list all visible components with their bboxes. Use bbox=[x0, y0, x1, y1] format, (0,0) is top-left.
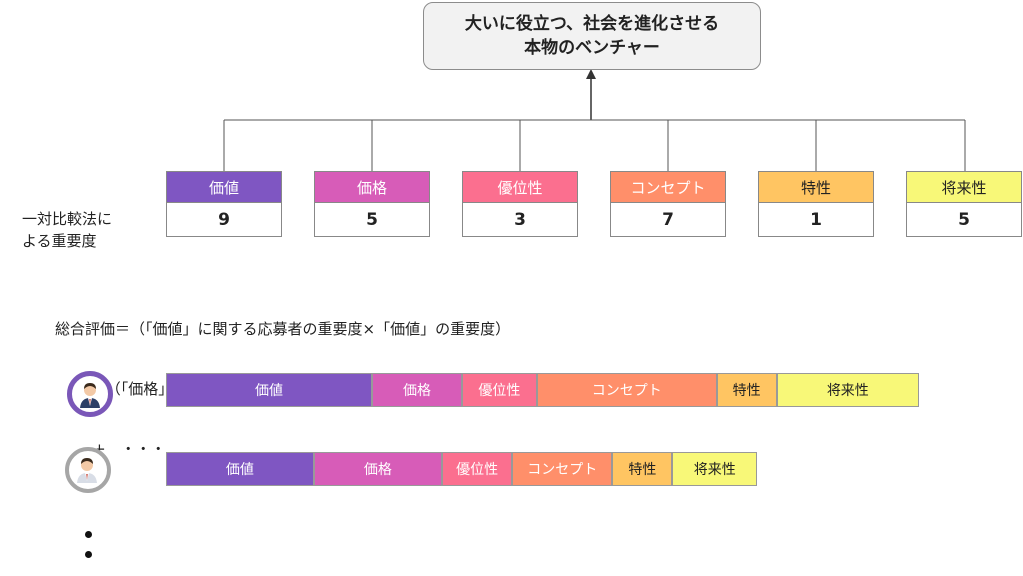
bar-segment: 価格 bbox=[372, 373, 462, 407]
pairwise-comparison-label: 一対比較法に よる重要度 bbox=[22, 208, 112, 252]
criterion-price: 価格 5 bbox=[314, 171, 430, 237]
criterion-score: 1 bbox=[758, 203, 874, 237]
criterion-score: 5 bbox=[314, 203, 430, 237]
bar-segment: 特性 bbox=[716, 373, 777, 407]
criterion-advantage: 優位性 3 bbox=[462, 171, 578, 237]
side-label-line-2: よる重要度 bbox=[22, 232, 97, 250]
criterion-score: 5 bbox=[906, 203, 1022, 237]
applicant-avatar bbox=[65, 447, 111, 493]
bar-segment: 価値 bbox=[166, 373, 373, 407]
bar-segment: コンセプト bbox=[512, 452, 613, 486]
bar-segment: 将来性 bbox=[672, 452, 757, 486]
bar-segment: 価値 bbox=[166, 452, 314, 486]
bar-segment: 優位性 bbox=[441, 452, 513, 486]
criterion-characteristic: 特性 1 bbox=[758, 171, 874, 237]
ellipsis-dot bbox=[85, 531, 92, 538]
goal-box: 大いに役立つ、社会を進化させる 本物のベンチャー bbox=[423, 2, 761, 70]
criterion-head: 価値 bbox=[166, 171, 282, 203]
criterion-head: 特性 bbox=[758, 171, 874, 203]
ellipsis-dot bbox=[85, 551, 92, 558]
applicant-score-bar: 価値価格優位性コンセプト特性将来性 bbox=[166, 373, 919, 407]
applicant-avatar bbox=[67, 371, 113, 417]
criterion-head: 価格 bbox=[314, 171, 430, 203]
criterion-value: 価値 9 bbox=[166, 171, 282, 237]
criterion-score: 7 bbox=[610, 203, 726, 237]
criterion-concept: コンセプト 7 bbox=[610, 171, 726, 237]
bar-segment: コンセプト bbox=[536, 373, 717, 407]
applicant-score-bar: 価値価格優位性コンセプト特性将来性 bbox=[166, 452, 757, 486]
criterion-head: 将来性 bbox=[906, 171, 1022, 203]
criterion-score: 9 bbox=[166, 203, 282, 237]
criterion-head: コンセプト bbox=[610, 171, 726, 203]
bar-segment: 価格 bbox=[313, 452, 442, 486]
businessman-icon bbox=[80, 383, 100, 408]
formula-line-1: 総合評価＝（「価値」に関する応募者の重要度×「価値」の重要度） bbox=[55, 320, 511, 338]
businessman-icon bbox=[77, 458, 97, 483]
side-label-line-1: 一対比較法に bbox=[22, 210, 113, 228]
goal-line-2: 本物のベンチャー bbox=[524, 38, 660, 58]
bar-segment: 将来性 bbox=[776, 373, 919, 407]
criterion-head: 優位性 bbox=[462, 171, 578, 203]
bar-segment: 特性 bbox=[612, 452, 673, 486]
criterion-future: 将来性 5 bbox=[906, 171, 1022, 237]
goal-line-1: 大いに役立つ、社会を進化させる bbox=[464, 14, 720, 34]
bar-segment: 優位性 bbox=[461, 373, 537, 407]
criterion-score: 3 bbox=[462, 203, 578, 237]
